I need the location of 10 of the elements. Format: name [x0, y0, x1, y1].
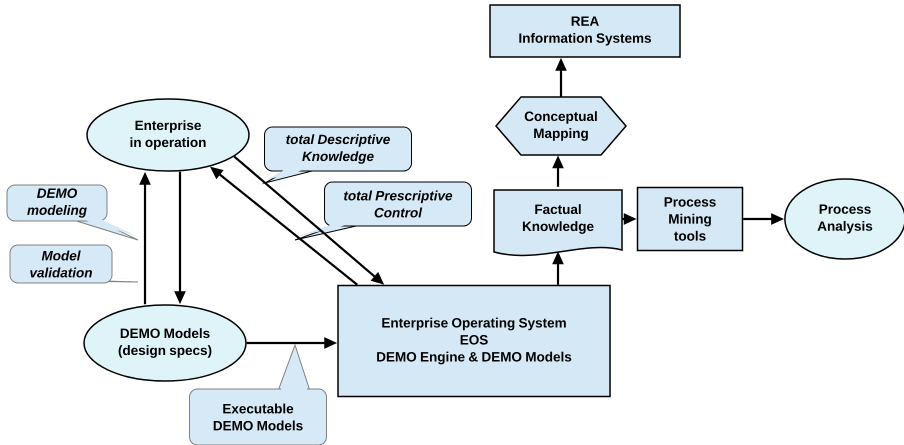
callout-bubble: total Prescriptive Control: [294, 182, 472, 240]
callout-bubble: total Descriptive Knowledge: [261, 126, 412, 184]
process-box: Enterprise Operating System EOS DEMO Engine & DEMO Models: [337, 284, 611, 398]
process-box: Process Mining tools: [636, 186, 744, 252]
callout-bubble: Model validation: [10, 244, 139, 284]
callout-bubble: DEMO modeling: [6, 184, 139, 240]
ellipse-node: Process Analysis: [784, 178, 904, 260]
ellipse-node: DEMO Models (design specs): [83, 304, 247, 382]
ellipse-node: Enterprise in operation: [86, 98, 250, 172]
process-box: REA Information Systems: [489, 4, 681, 58]
